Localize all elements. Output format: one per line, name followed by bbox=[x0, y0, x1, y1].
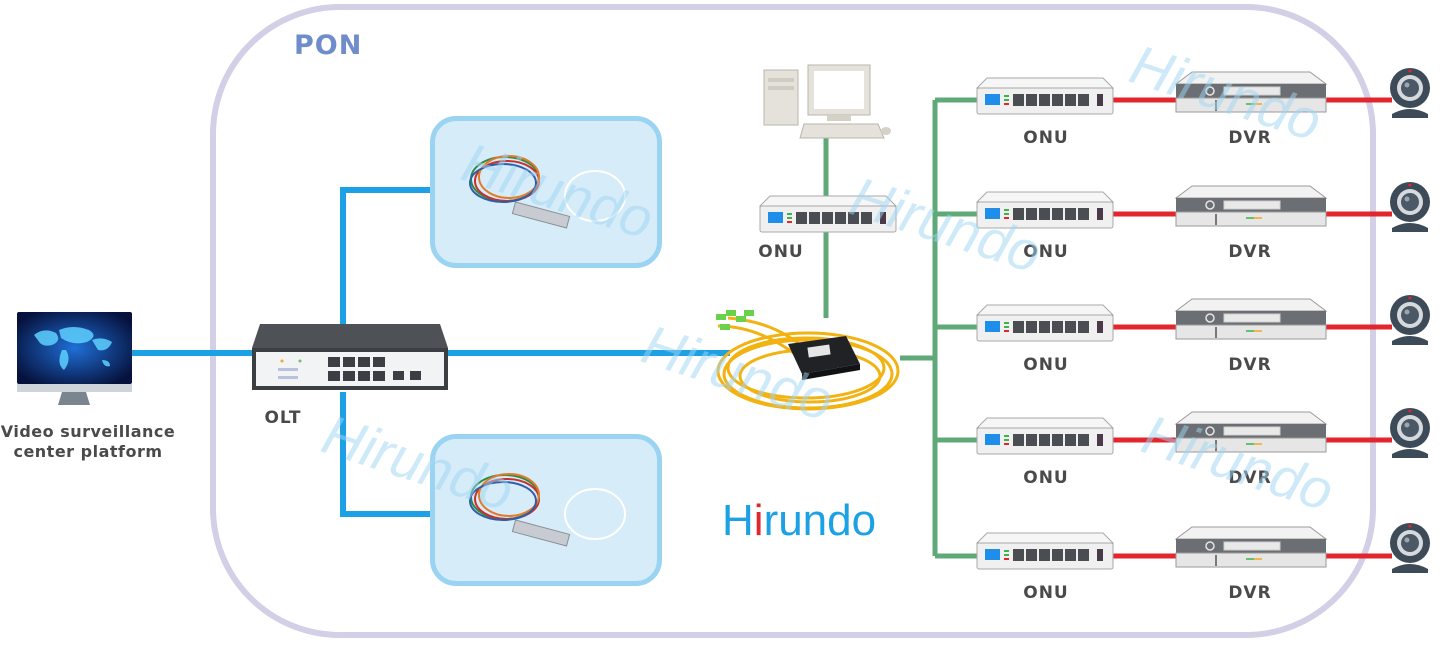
webcam-icon bbox=[1390, 523, 1430, 573]
fiber-olt-bottom-splitter bbox=[340, 392, 432, 517]
onu-label: ONU bbox=[1023, 583, 1069, 603]
pon-boundary bbox=[210, 4, 1376, 638]
dvr-icon bbox=[1174, 185, 1328, 227]
dvr-label: DVR bbox=[1228, 468, 1272, 488]
dvr-label: DVR bbox=[1228, 583, 1272, 603]
onu-icon bbox=[975, 417, 1115, 455]
onu-icon bbox=[975, 77, 1115, 115]
fiber-splitter-icon bbox=[469, 155, 626, 229]
dvr-icon bbox=[1174, 71, 1328, 113]
platform-label: Video surveillance center platform bbox=[0, 422, 176, 462]
onu-label: ONU bbox=[1023, 128, 1069, 148]
brand-prefix: H bbox=[722, 496, 754, 545]
platform-label-line2: center platform bbox=[13, 442, 163, 461]
onu-icon bbox=[975, 191, 1115, 229]
olt-label: OLT bbox=[264, 408, 302, 428]
desktop-pc-icon bbox=[763, 64, 891, 139]
dvr-label: DVR bbox=[1228, 355, 1272, 375]
platform-label-line1: Video surveillance bbox=[0, 422, 176, 441]
dvr-icon bbox=[1174, 298, 1328, 340]
dvr-label: DVR bbox=[1228, 242, 1272, 262]
olt-switch-icon bbox=[252, 324, 448, 390]
fiber-splitter-icon bbox=[469, 473, 626, 547]
fiber-olt-top-splitter bbox=[340, 187, 432, 325]
onu-label: ONU bbox=[1023, 355, 1069, 375]
pon-title: PON bbox=[294, 30, 363, 61]
onu-icon bbox=[975, 304, 1115, 342]
plc-splitter-top bbox=[430, 116, 662, 268]
dvr-icon bbox=[1174, 411, 1328, 453]
brand-suffix: rundo bbox=[763, 496, 877, 545]
onu-label: ONU bbox=[1023, 242, 1069, 262]
webcam-icon bbox=[1390, 182, 1430, 232]
onu-label: ONU bbox=[1023, 468, 1069, 488]
onu-pc-icon bbox=[758, 195, 898, 233]
abs-box-splitter-icon bbox=[716, 310, 900, 411]
dvr-label: DVR bbox=[1228, 128, 1272, 148]
onu-icon bbox=[975, 532, 1115, 570]
brand-i: i bbox=[753, 496, 764, 545]
monitor-world-map-icon bbox=[17, 312, 132, 405]
brand-logo: Hirundo bbox=[722, 496, 876, 546]
pc-onu-label: ONU bbox=[758, 242, 804, 262]
webcam-icon bbox=[1390, 408, 1430, 458]
dvr-icon bbox=[1174, 526, 1328, 568]
webcam-icon bbox=[1390, 68, 1430, 118]
plc-splitter-bottom bbox=[430, 434, 662, 586]
webcam-icon bbox=[1390, 295, 1430, 345]
